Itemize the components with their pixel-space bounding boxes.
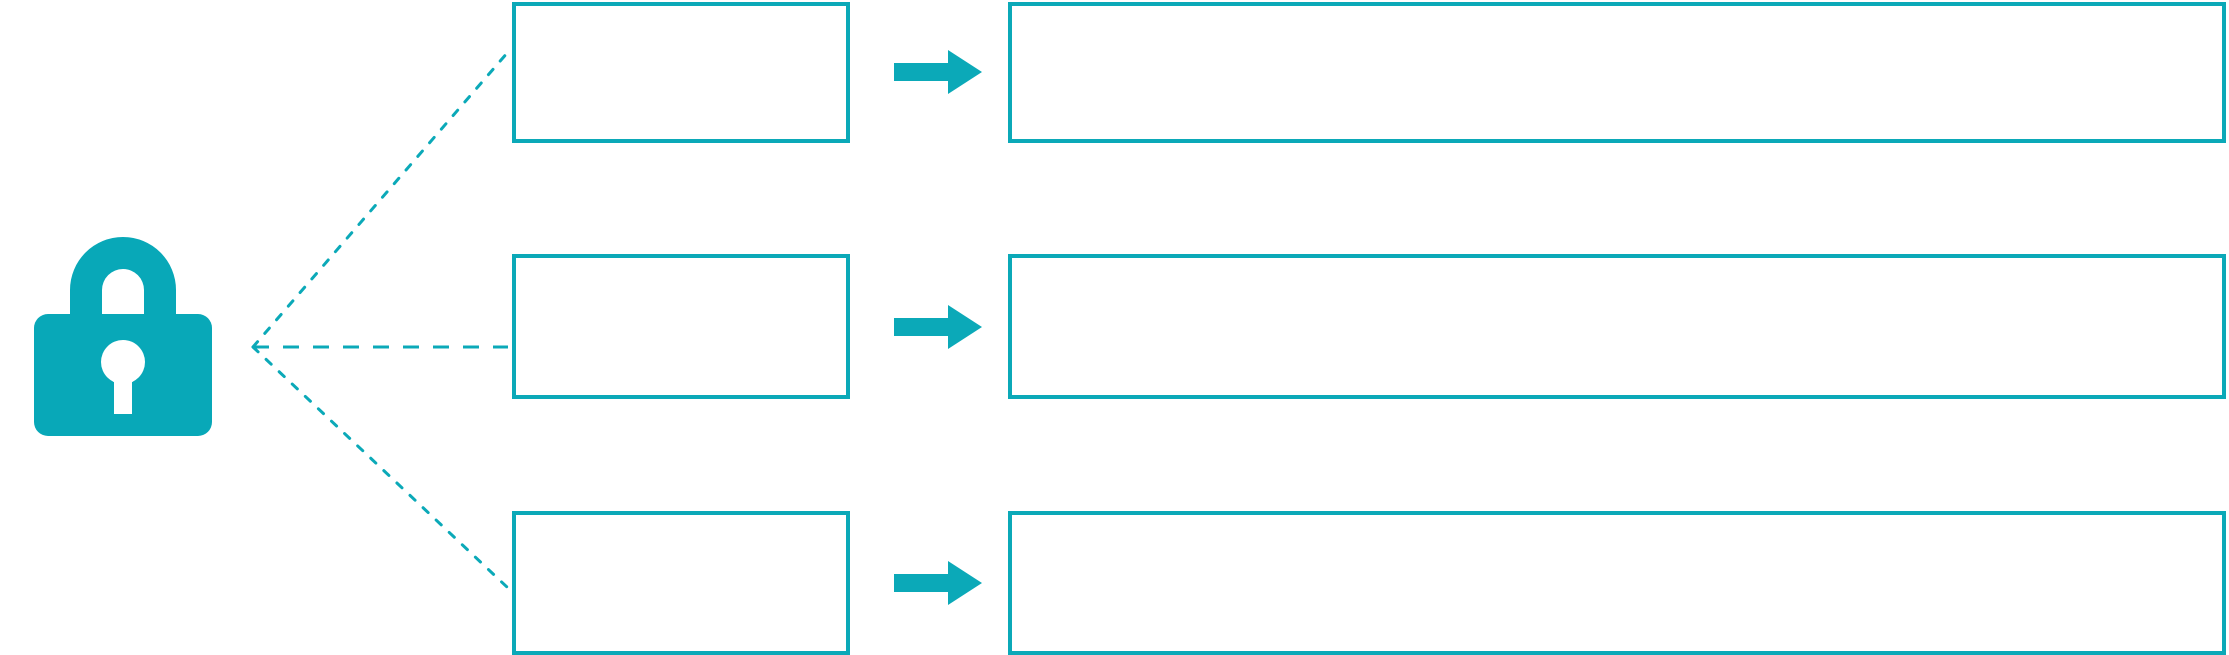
category-box-row-2[interactable] [512,254,850,399]
arrow-right-icon-row-1 [894,48,984,96]
connector-to-row-3 [251,345,510,590]
category-box-row-1[interactable] [512,2,850,143]
detail-label-row-1 [1012,6,2222,139]
detail-label-row-3 [1012,515,2222,651]
category-label-row-1 [516,6,846,139]
detail-box-row-1[interactable] [1008,2,2226,143]
connector-to-row-1 [251,50,510,349]
category-label-row-2 [516,258,846,395]
detail-box-row-2[interactable] [1008,254,2226,399]
lock-icon [28,214,218,439]
category-label-row-3 [516,515,846,651]
arrow-right-icon-row-2 [894,303,984,351]
detail-label-row-2 [1012,258,2222,395]
category-box-row-3[interactable] [512,511,850,655]
detail-box-row-3[interactable] [1008,511,2226,655]
arrow-right-icon-row-3 [894,559,984,607]
